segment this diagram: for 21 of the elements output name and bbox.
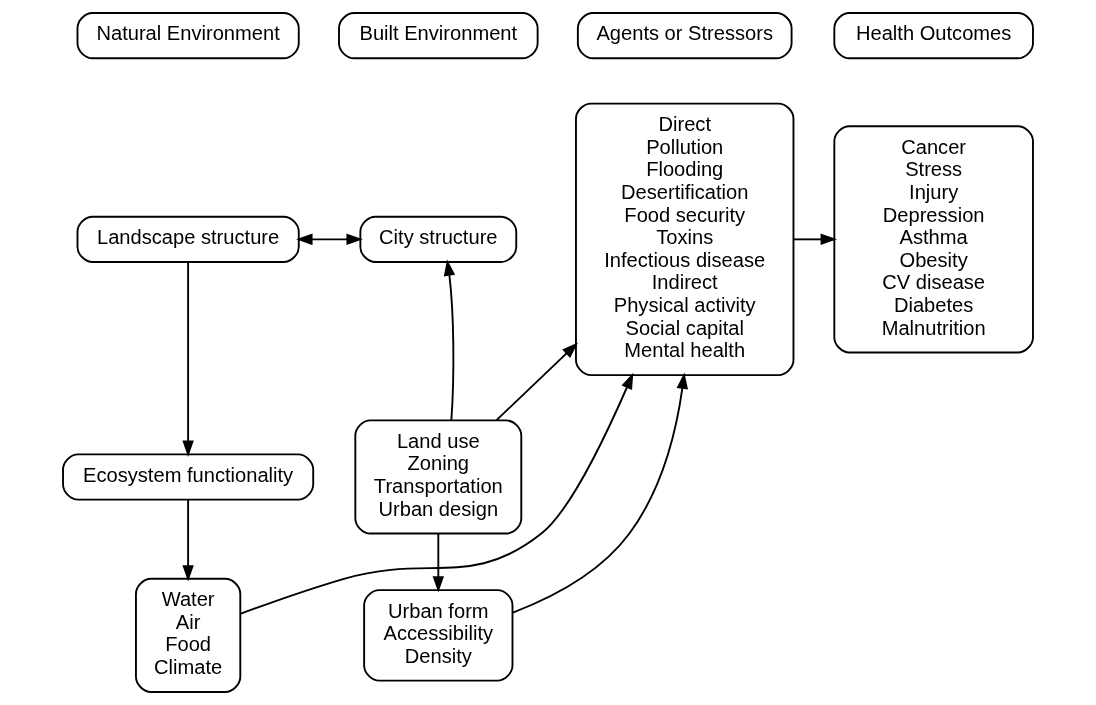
node-box: Land use Zoning Transportation Urban design: [354, 419, 523, 535]
node-box: Cancer Stress Injury Depression Asthma Obesity CV disease Diabetes Malnutrition: [833, 125, 1034, 354]
node-box: Urban form Accessibility Density: [363, 589, 514, 682]
arrow: [239, 372, 634, 615]
arrow: [792, 233, 837, 246]
node-box: Health Outcomes: [833, 12, 1034, 60]
node-box: Natural Environment: [76, 12, 300, 60]
arrow: [296, 233, 363, 246]
node-box: Landscape structure: [76, 215, 300, 263]
node-box: Direct Pollution Flooding Desertification Food security Toxins Infectious disease Indirect Physical activity Social capital Mental health: [575, 102, 795, 377]
arrow: [182, 498, 194, 582]
node-box: Built Environment: [338, 12, 539, 60]
arrow: [182, 261, 194, 457]
arrow: [512, 372, 688, 614]
node-box: City structure: [359, 215, 518, 263]
arrow: [432, 532, 445, 593]
node-box: Agents or Stressors: [576, 12, 793, 60]
arrow: [495, 342, 578, 422]
arrow: [443, 259, 456, 422]
node-box: Ecosystem functionality: [62, 453, 315, 501]
node-box: Water Air Food Climate: [135, 577, 242, 693]
